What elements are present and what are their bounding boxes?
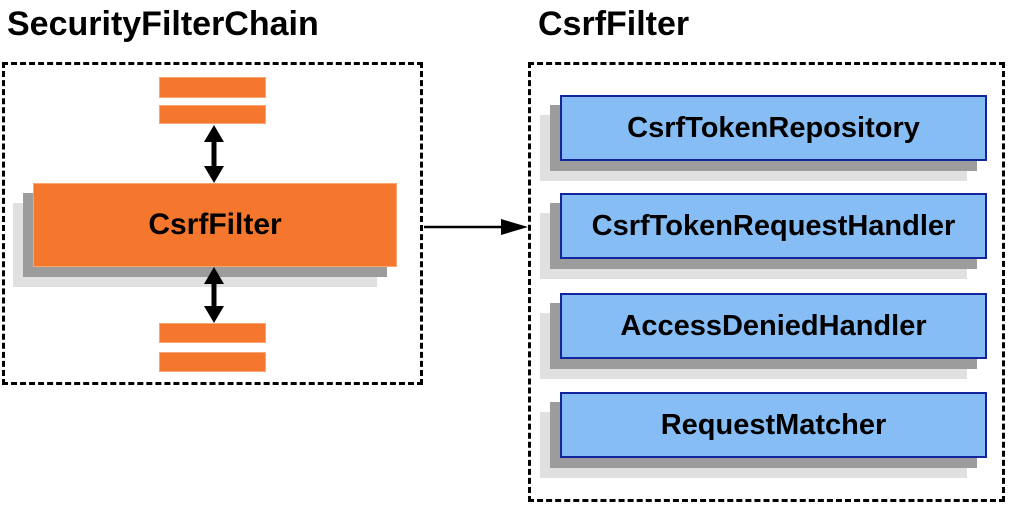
filter-bar (159, 323, 266, 343)
filter-bar (159, 77, 266, 98)
csrf-filter-box: CsrfFilter (33, 183, 397, 267)
component-label: CsrfTokenRequestHandler (591, 209, 956, 242)
filter-bar (159, 105, 266, 124)
csrf-filter-container (528, 62, 1005, 502)
filter-bar (159, 352, 266, 372)
request-matcher-box: RequestMatcher (560, 392, 987, 458)
csrf-filter-title: CsrfFilter (538, 5, 690, 43)
double-arrow-icon (201, 267, 227, 323)
csrf-token-repository-box: CsrfTokenRepository (560, 95, 987, 161)
access-denied-handler-box: AccessDeniedHandler (560, 293, 987, 359)
double-arrow-icon (201, 125, 227, 183)
arrow-right-icon (424, 217, 528, 237)
security-filter-chain-title: SecurityFilterChain (7, 5, 319, 43)
component-label: RequestMatcher (660, 408, 887, 441)
security-filter-chain-container (2, 62, 423, 385)
component-label: CsrfTokenRepository (627, 111, 920, 144)
csrf-token-request-handler-box: CsrfTokenRequestHandler (560, 193, 987, 259)
csrf-filter-box-label: CsrfFilter (148, 208, 282, 241)
component-label: AccessDeniedHandler (620, 309, 927, 342)
